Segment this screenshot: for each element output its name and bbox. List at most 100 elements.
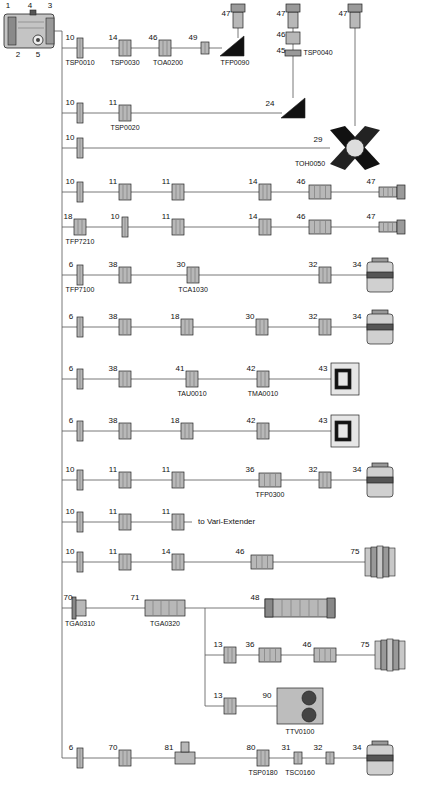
part-rib bbox=[270, 649, 271, 661]
callout-number: 46 bbox=[303, 641, 312, 649]
callout-number: 34 bbox=[353, 466, 362, 474]
system-part bbox=[256, 319, 268, 335]
part-rib bbox=[176, 555, 177, 569]
camera-body bbox=[367, 262, 393, 292]
callout-number: 36 bbox=[246, 641, 255, 649]
eyepiece-cup bbox=[397, 185, 405, 199]
eyepiece-cup bbox=[348, 4, 362, 12]
system-part bbox=[186, 371, 198, 387]
system-part bbox=[375, 639, 405, 671]
part-rib bbox=[127, 106, 128, 120]
callout-number: 46 bbox=[149, 34, 158, 42]
system-part bbox=[77, 138, 83, 158]
system-part bbox=[119, 371, 131, 387]
callout-number: 45 bbox=[277, 47, 286, 55]
callout-number: 71 bbox=[131, 594, 140, 602]
system-part bbox=[119, 514, 131, 530]
film-back-frame bbox=[335, 421, 351, 441]
small-adapter bbox=[201, 42, 209, 54]
adapter-part bbox=[181, 319, 193, 335]
part-rib bbox=[264, 649, 265, 661]
system-part bbox=[175, 742, 195, 764]
system-part bbox=[259, 184, 271, 200]
adapter-part bbox=[286, 32, 300, 44]
camera-knob-center bbox=[36, 38, 40, 42]
eyepiece-barrel bbox=[379, 222, 397, 232]
adapter-part bbox=[119, 514, 131, 530]
callout-number: 13 bbox=[214, 692, 223, 700]
connection-line bbox=[62, 192, 380, 193]
part-rib bbox=[298, 753, 299, 763]
tube-part bbox=[314, 648, 336, 662]
callout-number: 48 bbox=[251, 594, 260, 602]
part-rib bbox=[319, 649, 320, 661]
part-rib bbox=[275, 474, 276, 486]
callout-number: 11 bbox=[109, 178, 117, 186]
tv-port bbox=[302, 691, 316, 705]
callout-number: 30 bbox=[177, 261, 186, 269]
adapter-part bbox=[256, 319, 268, 335]
pulley-disc bbox=[365, 548, 371, 576]
part-rib bbox=[80, 370, 81, 388]
system-part bbox=[77, 38, 83, 58]
callout-number: 11 bbox=[109, 466, 117, 474]
callout-number: 47 bbox=[367, 178, 376, 186]
adapter-part bbox=[119, 472, 131, 488]
callout-number: 18 bbox=[171, 417, 180, 425]
part-code: TSP0030 bbox=[110, 59, 139, 66]
part-rib bbox=[264, 320, 265, 334]
part-rib bbox=[123, 372, 124, 386]
adapter-part bbox=[224, 647, 236, 663]
system-part bbox=[319, 472, 331, 488]
part-rib bbox=[195, 268, 196, 282]
part-rib bbox=[127, 41, 128, 55]
part-rib bbox=[189, 424, 190, 438]
part-rib bbox=[80, 183, 81, 201]
adapter-part bbox=[259, 219, 271, 235]
camera-body bbox=[367, 745, 393, 775]
system-part bbox=[119, 184, 131, 200]
part-rib bbox=[282, 600, 283, 616]
system-part bbox=[181, 423, 193, 439]
callout-number: 43 bbox=[319, 365, 328, 373]
part-rib bbox=[176, 473, 177, 487]
part-code: TSP0040 bbox=[303, 49, 332, 56]
part-rib bbox=[228, 699, 229, 713]
system-part bbox=[119, 423, 131, 439]
system-part bbox=[172, 184, 184, 200]
part-rib bbox=[265, 751, 266, 765]
part-rib bbox=[123, 41, 124, 55]
adapter-part bbox=[119, 554, 131, 570]
part-rib bbox=[330, 753, 331, 763]
part-rib bbox=[123, 473, 124, 487]
system-part bbox=[77, 748, 83, 768]
callout-number: 80 bbox=[247, 744, 256, 752]
adapter-part bbox=[119, 40, 131, 56]
part-rib bbox=[191, 268, 192, 282]
system-part bbox=[122, 217, 128, 237]
adapter-part bbox=[319, 319, 331, 335]
pulley-disc bbox=[399, 641, 405, 669]
adapter-ring bbox=[77, 38, 83, 58]
part-rib bbox=[261, 424, 262, 438]
callout-number: 70 bbox=[64, 594, 73, 602]
t-adapter-body bbox=[175, 752, 195, 764]
tv-port bbox=[302, 708, 316, 722]
film-back-window bbox=[338, 372, 348, 386]
camera-band bbox=[367, 324, 393, 330]
part-rib bbox=[318, 600, 319, 616]
part-rib bbox=[320, 186, 321, 198]
binocular-arm bbox=[330, 126, 380, 170]
adapter-part bbox=[159, 40, 171, 56]
extension-tube bbox=[145, 600, 185, 616]
adapter-part bbox=[172, 219, 184, 235]
system-part bbox=[145, 600, 185, 616]
callout-number: 6 bbox=[69, 417, 73, 425]
system-part bbox=[259, 473, 281, 487]
callout-number: 41 bbox=[176, 365, 185, 373]
callout-number: 47 bbox=[277, 10, 286, 18]
callout-number: 38 bbox=[109, 365, 118, 373]
system-part bbox=[367, 258, 393, 292]
callout-number: 10 bbox=[66, 466, 75, 474]
adapter-part bbox=[119, 319, 131, 335]
